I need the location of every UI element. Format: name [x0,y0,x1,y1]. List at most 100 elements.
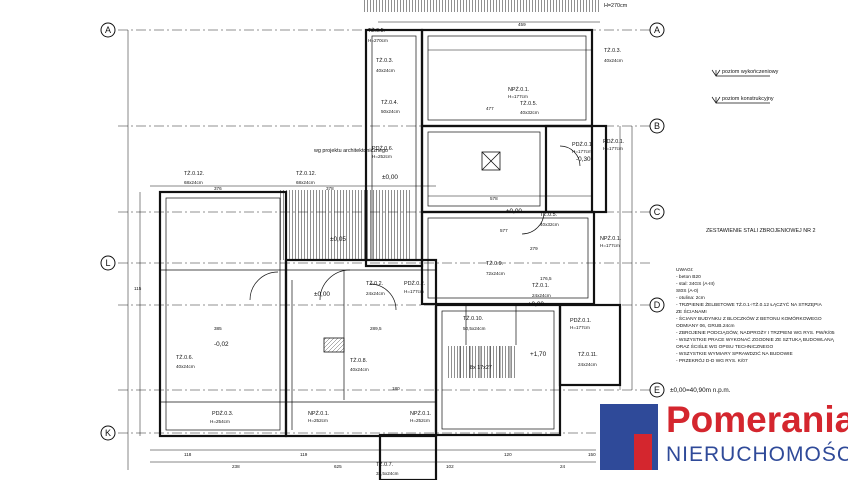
header-dim: H=270cm [604,3,628,9]
svg-text:L: L [105,258,110,268]
svg-text:PDŻ.0.1.: PDŻ.0.1. [570,317,591,324]
axis-markers: A A B C L D E K [100,22,665,441]
svg-text:385: 385 [214,326,222,331]
elevation-mark: ±0,00 [314,291,330,298]
beam-label: PDŻ.0.6. H=252cm [372,145,393,159]
svg-text:378: 378 [326,186,334,191]
dimension-values: 376 378 459 477 578 577 279 176,5 118 11… [134,22,596,469]
svg-text:120: 120 [504,452,512,457]
dimension-lines [127,21,633,470]
svg-text:B: B [654,121,660,131]
svg-text:H=254cm: H=254cm [210,419,230,424]
column-hatch [324,338,344,352]
svg-text:477: 477 [486,106,494,111]
svg-text:376: 376 [214,186,222,191]
elevation-mark: ±0,00 [506,208,522,215]
beam-label: TŻ.0.12. 68x24cm [184,170,204,185]
axis-marker-l: L [100,255,116,271]
svg-text:TŻ.0.6.: TŻ.0.6. [176,354,193,361]
beam-label: TŻ.0.4.50x24cm [381,99,400,114]
hatched-stair-area [280,190,410,260]
beam-label: TŻ.0.10. 50,5x24cm [463,315,486,331]
axis-marker-d: D [649,297,665,313]
svg-text:238: 238 [232,464,240,469]
pomerania-logo: Pomerania NIERUCHOMOŚCI [596,398,848,480]
svg-text:H=252cm: H=252cm [410,418,430,423]
svg-text:PDŻ.0.1.: PDŻ.0.1. [603,138,624,145]
svg-text:TŻ.0.3.: TŻ.0.3. [604,47,621,54]
svg-text:K: K [105,428,111,438]
svg-text:TŻ.0.4.: TŻ.0.4. [381,99,398,106]
svg-text:118: 118 [184,452,192,457]
beam-label: TŻ.0.5. 40x32cm [520,100,539,115]
beam-label: TŻ.0.8. 40x24cm [350,357,369,372]
svg-text:119: 119 [300,452,308,457]
svg-text:H=177cm: H=177cm [570,325,590,330]
beam-label: PDŻ.0.3. H=254cm [210,410,233,424]
note-line: UWAGI: [676,267,693,273]
svg-text:H=177cm: H=177cm [600,243,620,248]
svg-text:H=177cm: H=177cm [508,94,528,99]
svg-text:H=177cm: H=177cm [404,289,424,294]
beam-label: TŻ.0.9. 72x24cm [486,260,505,276]
svg-text:50,5x24cm: 50,5x24cm [463,326,486,331]
beam-label: TŻ.0.3.40x24cm [604,47,623,63]
beam-label: TŻ.0.12.68x24cm [296,170,316,185]
svg-text:H=252cm: H=252cm [372,154,392,159]
svg-text:40x24cm: 40x24cm [350,367,369,372]
logo-sub-text: NIERUCHOMOŚCI [666,443,848,466]
svg-text:72x24cm: 72x24cm [486,271,505,276]
beam-label: PDŻ.0.1.H=177cm [572,141,593,154]
svg-text:PDŻ.0.3.: PDŻ.0.3. [212,410,233,417]
svg-text:115: 115 [134,286,142,291]
svg-text:TŻ.0.10.: TŻ.0.10. [463,315,483,322]
svg-text:577: 577 [500,228,508,233]
svg-text:459: 459 [518,22,526,27]
hatched-terrace-top [364,0,600,12]
walls [158,28,622,480]
svg-text:PDŻ.0.6.: PDŻ.0.6. [372,145,393,152]
svg-text:68x24cm: 68x24cm [184,180,203,185]
svg-text:625: 625 [334,464,342,469]
svg-text:TŻ.0.9.: TŻ.0.9. [486,260,503,267]
reference-level: ±0,00=40,90m n.p.m. [670,387,731,394]
stair-label: 8x 17x27 [470,365,492,371]
svg-text:279: 279 [530,246,538,251]
svg-text:H=177cm: H=177cm [572,149,592,154]
svg-text:PDŻ.0.2.: PDŻ.0.2. [404,280,425,287]
elevation-mark: -0,02 [214,341,229,348]
beam-label: NPŻ.0.1.H=252cm [308,410,329,423]
svg-text:TŻ.0.5.: TŻ.0.5. [540,211,557,218]
note-line: - ŚCIANY BUDYNKU Z BLOCZKÓW Z BETONU KOM… [676,314,822,322]
notes-block: UWAGI: - beton B20 - stal: 34GS (A-III) … [676,267,835,364]
svg-text:TŻ.0.8.: TŻ.0.8. [350,357,367,364]
svg-text:32,5x24cm: 32,5x24cm [376,471,399,476]
note-line: - ZBROJENIE PODCIĄGÓW, NADPROŻY I TRZPIE… [676,329,835,336]
beam-label: NPŻ.0.1.H=177cm [508,86,529,99]
svg-text:A: A [654,25,660,35]
svg-text:150: 150 [588,452,596,457]
svg-text:24x24cm: 24x24cm [532,293,551,298]
beam-label: NPŻ.0.1.H=177cm [600,235,621,248]
inner-lines [160,35,589,431]
svg-text:NPŻ.0.1.: NPŻ.0.1. [308,410,329,417]
svg-text:TŻ.0.12.: TŻ.0.12. [184,170,204,177]
svg-text:24: 24 [560,464,566,469]
beam-label: TŻ.0.3.40x24cm [376,57,395,73]
svg-text:24x24cm: 24x24cm [366,291,385,296]
svg-text:289,5: 289,5 [370,326,382,331]
structural-level-label: poziom konstrukcyjny [722,96,774,102]
axis-marker-c: C [649,204,665,220]
note-line: ZE ŚCIANAMI [676,307,707,315]
elevation-mark: ±0,00 [528,301,544,308]
architectural-note: wg projektu architektonicznego [313,148,388,154]
svg-text:PDŻ.0.1.: PDŻ.0.1. [572,141,593,148]
elevation-marks: ±0,00 ±0,05 ±0,00 -0,30 ±0,00 -0,02 +1,7… [214,156,591,358]
svg-text:176,5: 176,5 [540,276,552,281]
svg-text:40x32cm: 40x32cm [520,110,539,115]
svg-text:TŻ.0.7.: TŻ.0.7. [376,461,393,468]
axis-marker-a: A [100,22,116,38]
svg-text:TŻ.0.5.: TŻ.0.5. [520,100,537,107]
svg-text:68x24cm: 68x24cm [296,180,315,185]
